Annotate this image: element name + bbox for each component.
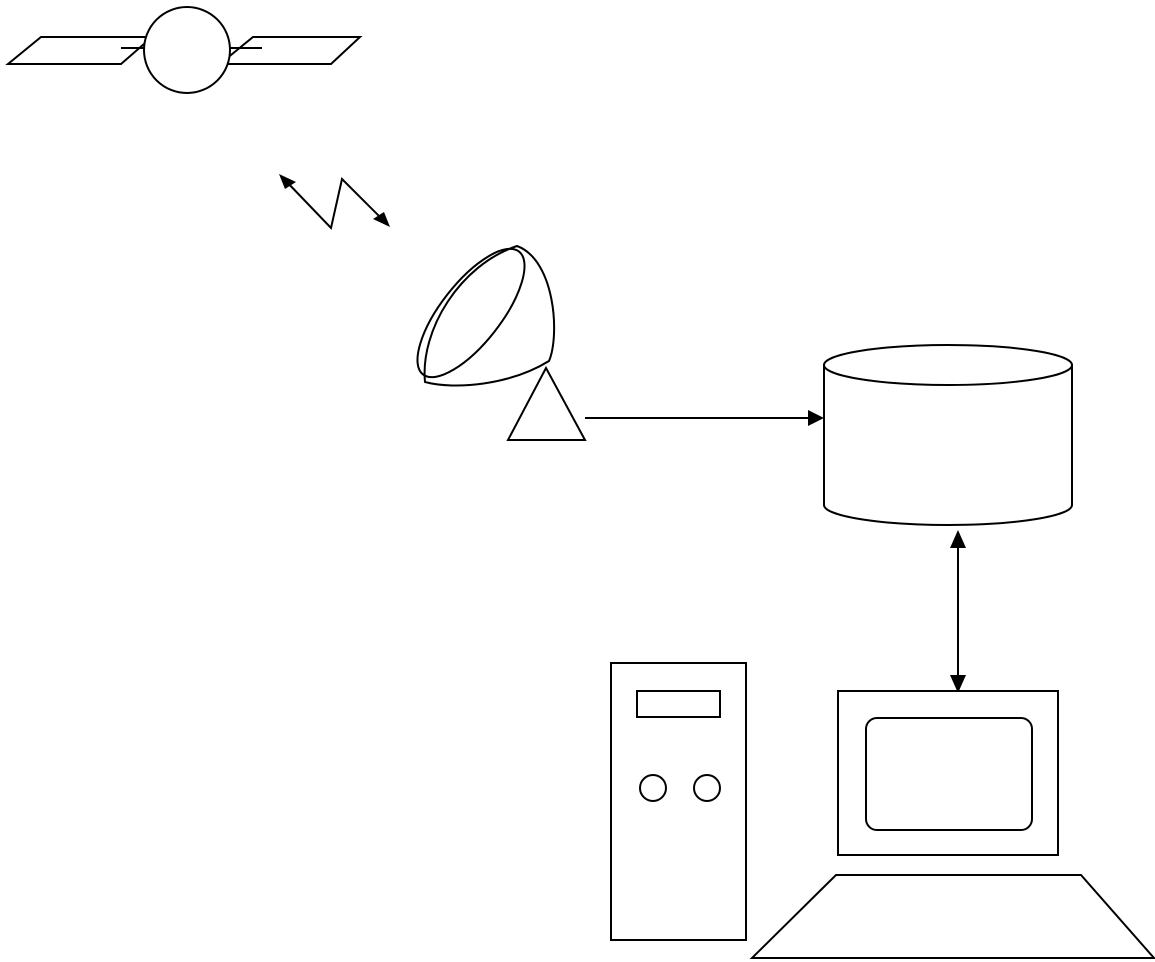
database-monitor-arrow — [950, 530, 966, 693]
dish-to-database-arrow — [585, 410, 824, 426]
radio-link-line — [283, 177, 386, 231]
dish-bowl — [423, 244, 556, 387]
dish-base — [506, 365, 587, 441]
zigzag-radio-link-icon — [279, 174, 390, 231]
satellite-dish-icon — [416, 244, 587, 441]
database-monitor-arrowhead-up — [950, 530, 966, 548]
radio-link-arrowhead-lower — [373, 212, 390, 227]
satellite-left-panel — [5, 36, 155, 65]
keyboard-base — [749, 874, 1155, 959]
keyboard-icon — [749, 874, 1155, 959]
database-top — [823, 344, 1073, 386]
satellite-icon — [5, 6, 363, 94]
tower-case — [610, 662, 747, 941]
radio-link-arrowhead-upper — [279, 174, 296, 189]
tower-button-right — [693, 774, 721, 802]
database-body — [823, 365, 1073, 526]
computer-tower-icon — [610, 662, 747, 941]
monitor-screen — [865, 717, 1033, 831]
database-monitor-arrowhead-down — [950, 675, 966, 693]
database-cylinder-icon — [823, 344, 1073, 526]
tower-drive-slot — [636, 690, 721, 718]
dish-rim — [416, 247, 526, 379]
monitor-icon — [837, 690, 1059, 856]
dish-to-database-arrowhead — [808, 410, 824, 426]
satellite-body — [143, 6, 231, 94]
satellite-right-panel — [217, 36, 363, 65]
tower-button-left — [639, 774, 667, 802]
